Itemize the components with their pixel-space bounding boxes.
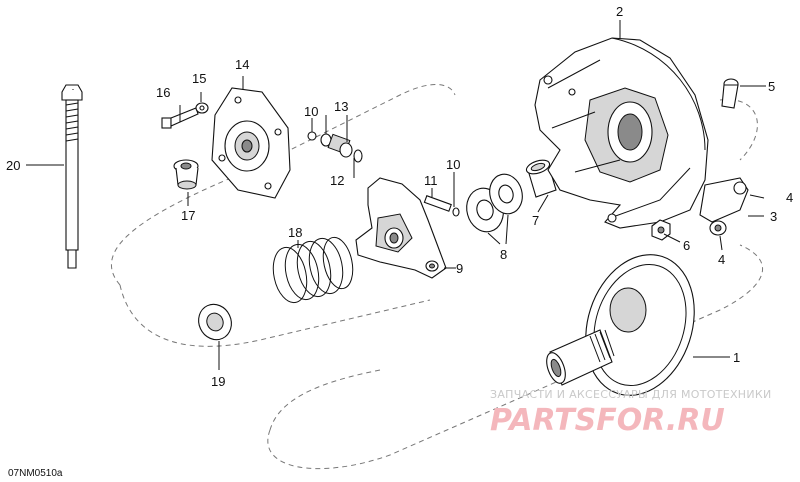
callout-20: 20 <box>6 158 20 173</box>
callout-15: 15 <box>192 71 206 86</box>
part-16-bolt <box>161 107 199 129</box>
part-9-ramp-weight <box>355 177 447 279</box>
watermark-tagline: ЗАПЧАСТИ И АКСЕССУАРЫ ДЛЯ МОТОТЕХНИКИ <box>490 388 772 401</box>
callout-9: 9 <box>456 261 463 276</box>
callout-7: 7 <box>532 213 539 228</box>
callout-10-upper: 10 <box>304 104 318 119</box>
part-13-rollers <box>320 133 363 163</box>
part-3-roller-bracket <box>699 177 749 236</box>
part-18-spring <box>272 236 354 304</box>
part-8-washers <box>466 173 523 233</box>
callout-8: 8 <box>500 247 507 262</box>
part-10-pin-upper <box>307 131 317 141</box>
callout-6: 6 <box>683 238 690 253</box>
callout-labels: 20 16 15 14 17 10 13 12 11 10 18 9 8 7 1… <box>6 4 793 389</box>
figure-reference: 07NM0510a <box>8 468 63 479</box>
part-2-movable-sheave <box>534 37 709 229</box>
part-5-set-screw <box>721 78 739 109</box>
part-1-fixed-sheave <box>546 254 695 396</box>
callout-10-lower: 10 <box>446 157 460 172</box>
callout-5: 5 <box>768 79 775 94</box>
callout-4-upper: 4 <box>786 190 793 205</box>
part-17-bushing <box>173 159 199 190</box>
part-10-pin-lower <box>452 207 460 217</box>
callout-14: 14 <box>235 57 249 72</box>
callout-1: 1 <box>733 350 740 365</box>
part-15-washer <box>195 102 209 114</box>
part-19-washer <box>198 303 232 341</box>
callout-3: 3 <box>770 209 777 224</box>
part-14-cover-plate <box>211 87 291 199</box>
callout-2: 2 <box>616 4 623 19</box>
callout-12: 12 <box>330 173 344 188</box>
callout-18: 18 <box>288 225 302 240</box>
watermark-brand: PARTSFOR.RU <box>490 403 725 438</box>
callout-4-lower: 4 <box>718 252 725 267</box>
callout-19: 19 <box>211 374 225 389</box>
leader-lines <box>26 20 766 370</box>
part-11-pin <box>423 195 452 212</box>
callout-17: 17 <box>181 208 195 223</box>
watermark: ЗАПЧАСТИ И АКСЕССУАРЫ ДЛЯ МОТОТЕХНИКИ PA… <box>490 388 772 438</box>
part-20-long-bolt <box>61 84 83 269</box>
callout-13: 13 <box>334 99 348 114</box>
callout-16: 16 <box>156 85 170 100</box>
callout-11: 11 <box>424 173 438 188</box>
